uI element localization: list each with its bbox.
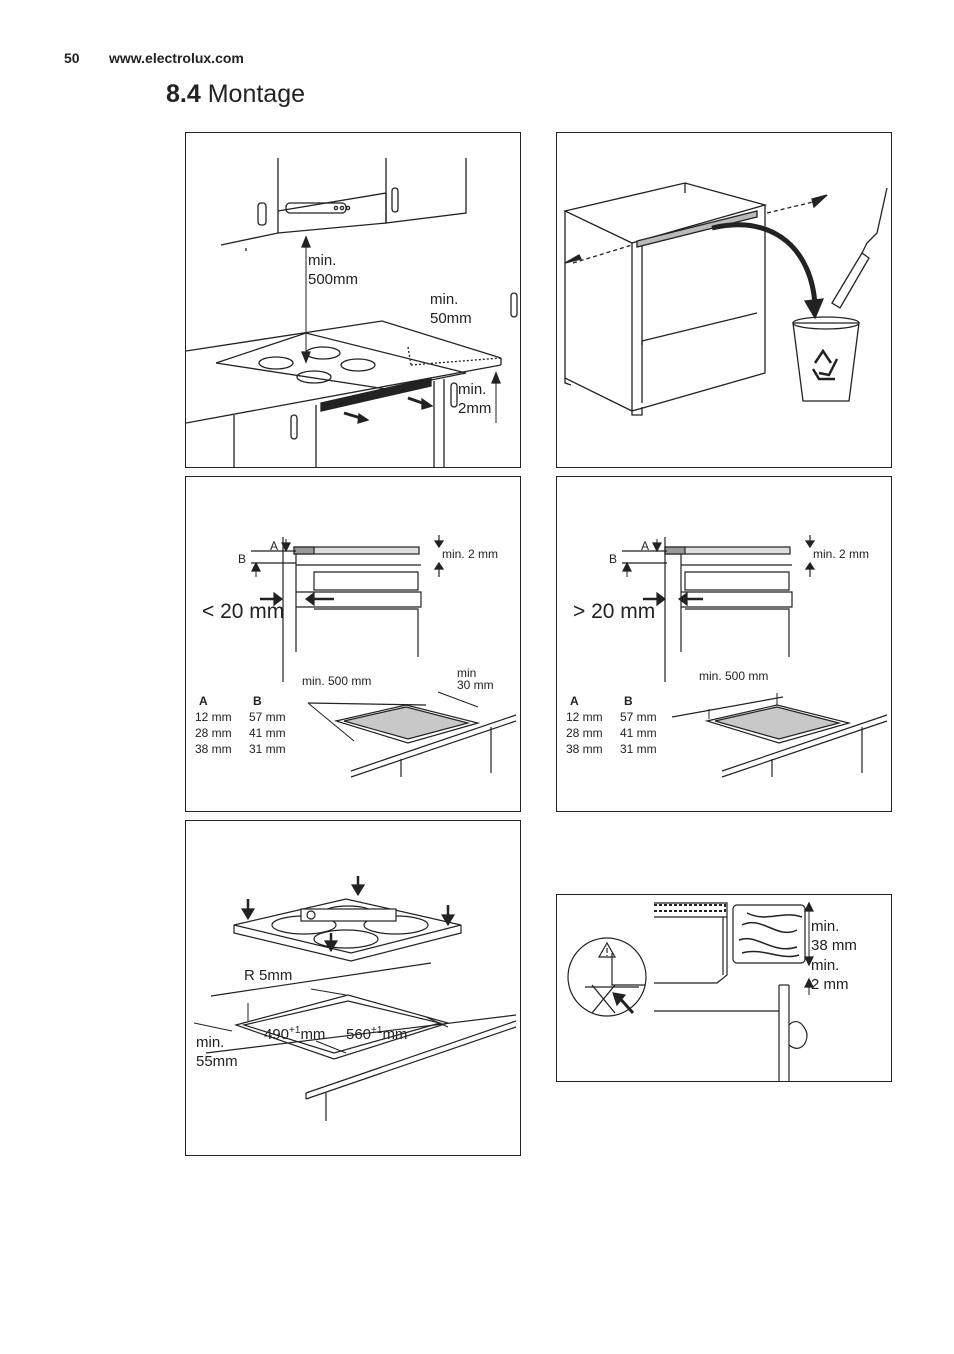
- section-title-text: Montage: [207, 80, 306, 108]
- panel-clearance: min.500mm min.50mm min.2mm: [185, 132, 521, 468]
- label-min-500mm: min. 500 mm: [699, 669, 769, 683]
- label-radius-5mm: R 5mm: [244, 967, 293, 984]
- gap-greater-20-illustration: [622, 535, 888, 778]
- label-b: B: [238, 552, 247, 566]
- label-width-490mm: 490+1mm: [264, 1025, 326, 1043]
- crossbar-recycle-illustration: [563, 182, 888, 416]
- page-number: 50: [64, 50, 80, 66]
- label-min-500mm: min. 500 mm: [302, 674, 372, 688]
- label-min-2mm: min.2 mm: [811, 957, 849, 993]
- panel-cutout-dimensions: R 5mm 490+1mm 560+1mm min.55mm: [185, 820, 521, 1156]
- label-min-50mm: min.50mm: [430, 291, 472, 327]
- label-min-2mm: min. 2 mm: [813, 547, 870, 561]
- label-width-560mm: 560+1mm: [346, 1025, 408, 1043]
- label-min-500mm: min.500mm: [308, 252, 359, 288]
- label-gap-less-20mm: < 20 mm: [202, 600, 285, 623]
- label-min-2mm: min. 2 mm: [442, 547, 499, 561]
- gap-less-20-illustration: [251, 535, 517, 778]
- label-min-2mm: min.2mm: [458, 381, 492, 417]
- section-number: 8.4: [166, 80, 201, 108]
- cutout-illustration: [193, 876, 517, 1121]
- website-link[interactable]: www.electrolux.com: [109, 50, 244, 66]
- section-title: 8.4 Montage: [166, 80, 305, 109]
- panel-remove-crossbar: [556, 132, 892, 468]
- label-a: A: [641, 539, 650, 553]
- label-min-55mm: min.55mm: [196, 1034, 238, 1070]
- label-b: B: [609, 552, 618, 566]
- clearance-illustration: [186, 158, 518, 467]
- panel-worktop-thickness: min.38 mm min.2 mm: [556, 894, 892, 1082]
- label-min-38mm: min.38 mm: [811, 918, 857, 954]
- worktop-thickness-illustration: [567, 901, 814, 1081]
- label-a: A: [270, 539, 279, 553]
- label-gap-greater-20mm: > 20 mm: [573, 600, 656, 623]
